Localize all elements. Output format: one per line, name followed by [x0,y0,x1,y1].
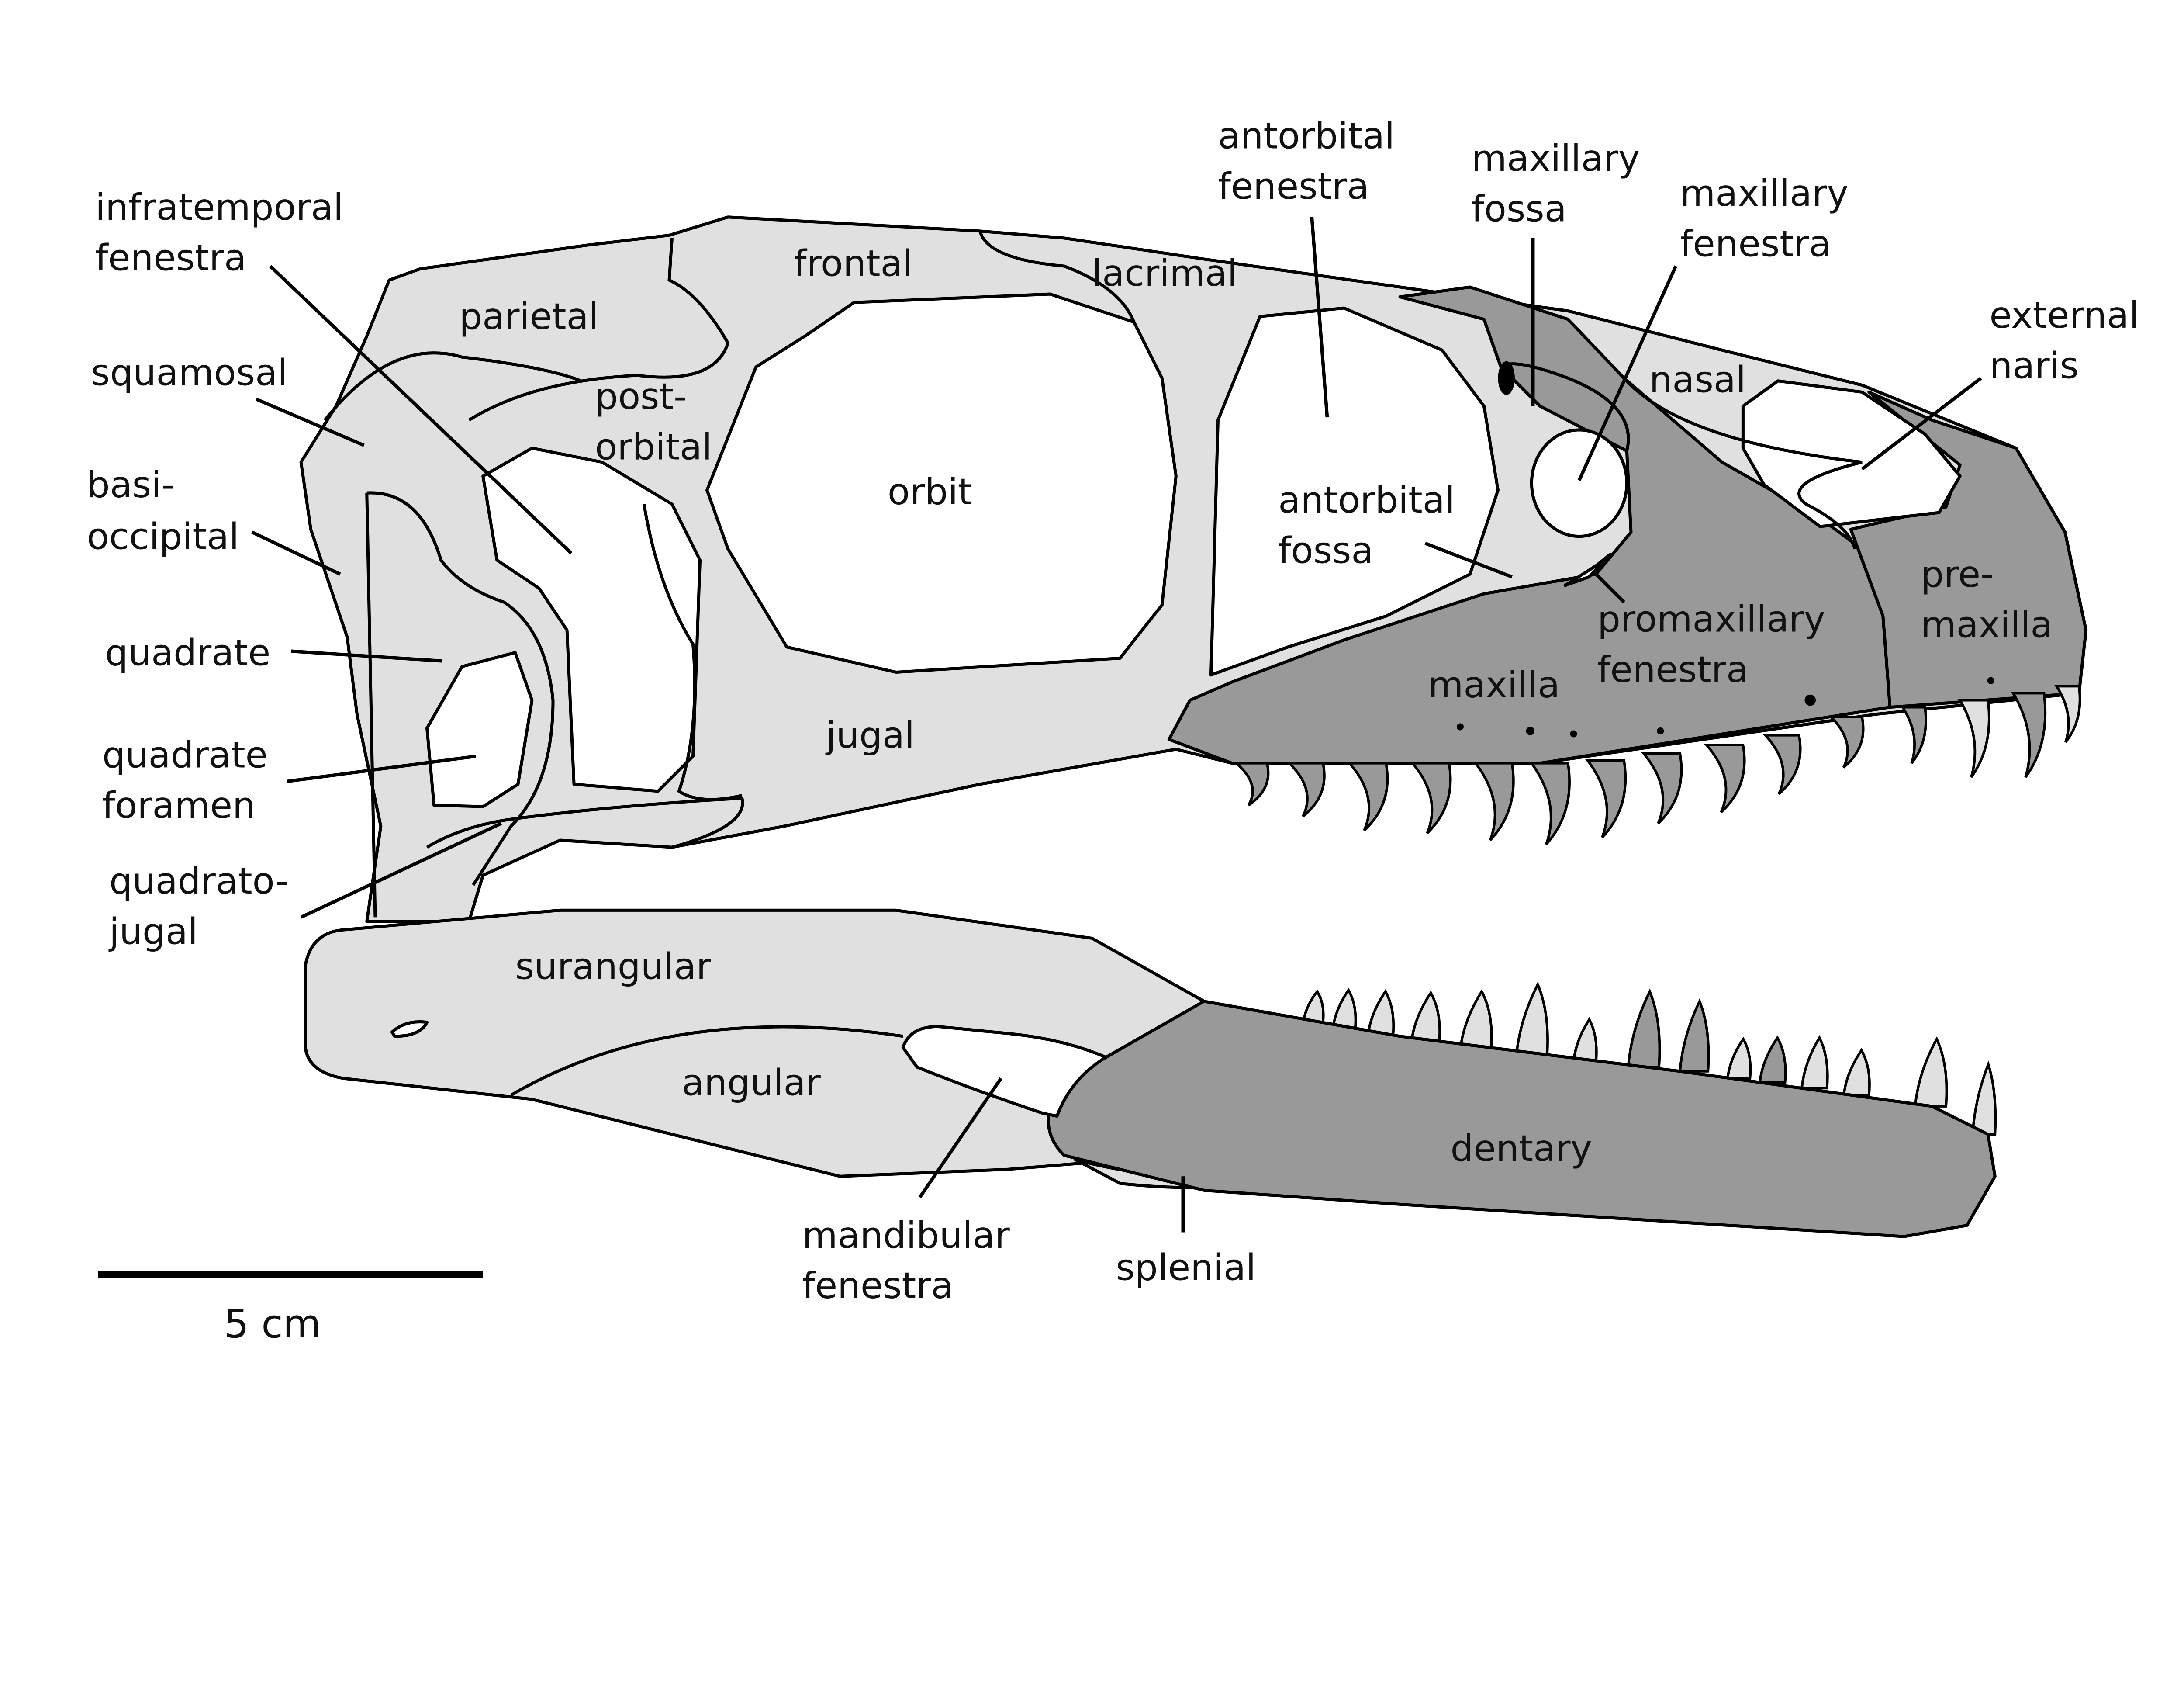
label-antorbital-fossa: antorbital [1278,479,1455,521]
label-basioccipital: occipital [87,515,239,558]
label-dentary: dentary [1451,1127,1592,1170]
quadrate-foramen-opening [425,651,534,808]
upper-teeth [1233,685,2081,845]
label-antorbital-fenestra: antorbital [1218,115,1395,157]
suture-lines [323,230,1863,918]
labels: infratemporal fenestra squamosal basi- o… [87,115,2139,1307]
label-promaxillary-fenestra: promaxillary [1597,598,1825,641]
tooth [1366,989,1395,1038]
label-mandibular-fenestra: mandibular [802,1214,1010,1257]
tooth [1572,1017,1598,1063]
label-infratemporal-fenestra: infratemporal [95,186,343,229]
tooth [1958,699,1990,778]
label-frontal: frontal [794,242,912,284]
angular-suture [510,1025,903,1097]
label-antorbital-fenestra: fenestra [1218,165,1369,208]
label-squamosal: squamosal [91,351,287,394]
label-maxillary-fossa: fossa [1472,187,1567,230]
label-quadrate-foramen: quadrate [102,734,268,776]
tooth [1286,762,1326,817]
tooth [1679,998,1710,1073]
tooth [2011,692,2047,778]
tooth [2054,685,2081,743]
label-mandibular-fenestra: fenestra [802,1264,954,1307]
external-naris-opening [1741,379,1962,528]
label-splenial: splenial [1116,1246,1256,1288]
label-surangular: surangular [515,945,711,987]
tooth [1347,762,1389,831]
tooth [1515,981,1549,1059]
label-postorbital: post- [595,375,687,418]
tooth [1842,1048,1871,1097]
maxilla-nutrient-foramina [1456,677,1994,738]
label-antorbital-fossa: fossa [1278,529,1373,571]
maxillary-fenestra-opening [1530,428,1628,538]
tooth [1800,1035,1829,1090]
label-angular: angular [682,1061,821,1104]
surangular-foramen [390,1020,429,1038]
label-quadratojugal: quadrato- [109,860,288,902]
tooth [1331,987,1357,1031]
tooth [1302,989,1325,1024]
tooth [1585,759,1627,838]
label-maxillary-fenestra: maxillary [1680,172,1849,215]
tooth [1914,1036,1948,1108]
label-parietal: parietal [459,295,599,338]
tooth [1704,744,1746,814]
tooth [1473,762,1515,842]
scale-bar-label: 5 cm [224,1302,321,1347]
label-quadratojugal: jugal [108,910,198,952]
label-maxillary-fossa: maxillary [1472,137,1640,180]
scale-bar: 5 cm [98,1271,483,1347]
label-external-naris: naris [1989,344,2079,387]
label-postorbital: orbital [595,426,712,468]
leader-lines [251,217,1982,1233]
label-quadrate-foramen: foramen [102,784,256,827]
label-maxillary-fenestra: fenestra [1680,223,1831,265]
label-basioccipital: basi- [87,464,175,506]
infratemporal-fenestra-opening [481,447,702,793]
cranium [299,215,2088,923]
promaxillary-fenestra-opening [1563,553,1612,587]
tooth [1529,762,1571,845]
label-infratemporal-fenestra: fenestra [95,237,246,279]
maxillary-fossa-pit [1498,361,1515,395]
label-promaxillary-fenestra: fenestra [1597,648,1749,691]
tooth [1233,762,1270,807]
lower-teeth [1302,981,1997,1136]
label-quadrate: quadrate [105,631,270,674]
tooth [1627,988,1661,1069]
tooth [1758,1035,1787,1084]
mandibular-fenestra-opening [901,1025,1108,1118]
orbit-opening [705,292,1178,674]
tooth [1410,990,1441,1045]
tooth [1458,989,1493,1052]
tooth [1410,762,1452,835]
skull-diagram: infratemporal fenestra squamosal basi- o… [87,115,2139,1347]
label-orbit: orbit [888,471,972,513]
tooth [1726,1036,1752,1080]
label-external-naris: external [1989,294,2139,336]
tooth [1641,752,1683,824]
tooth [1971,1060,1997,1136]
tooth [1900,706,1927,764]
label-maxilla: maxilla [1428,664,1560,706]
label-premaxilla-line2: maxilla [1921,603,2053,646]
antorbital-fenestra-opening [1209,306,1500,677]
label-lacrimal: lacrimal [1092,252,1237,294]
label-premaxilla-line1: pre- [1921,553,1994,596]
tooth [1762,734,1802,795]
tooth [1828,716,1865,769]
label-jugal: jugal [825,714,915,757]
label-nasal: nasal [1649,358,1746,401]
